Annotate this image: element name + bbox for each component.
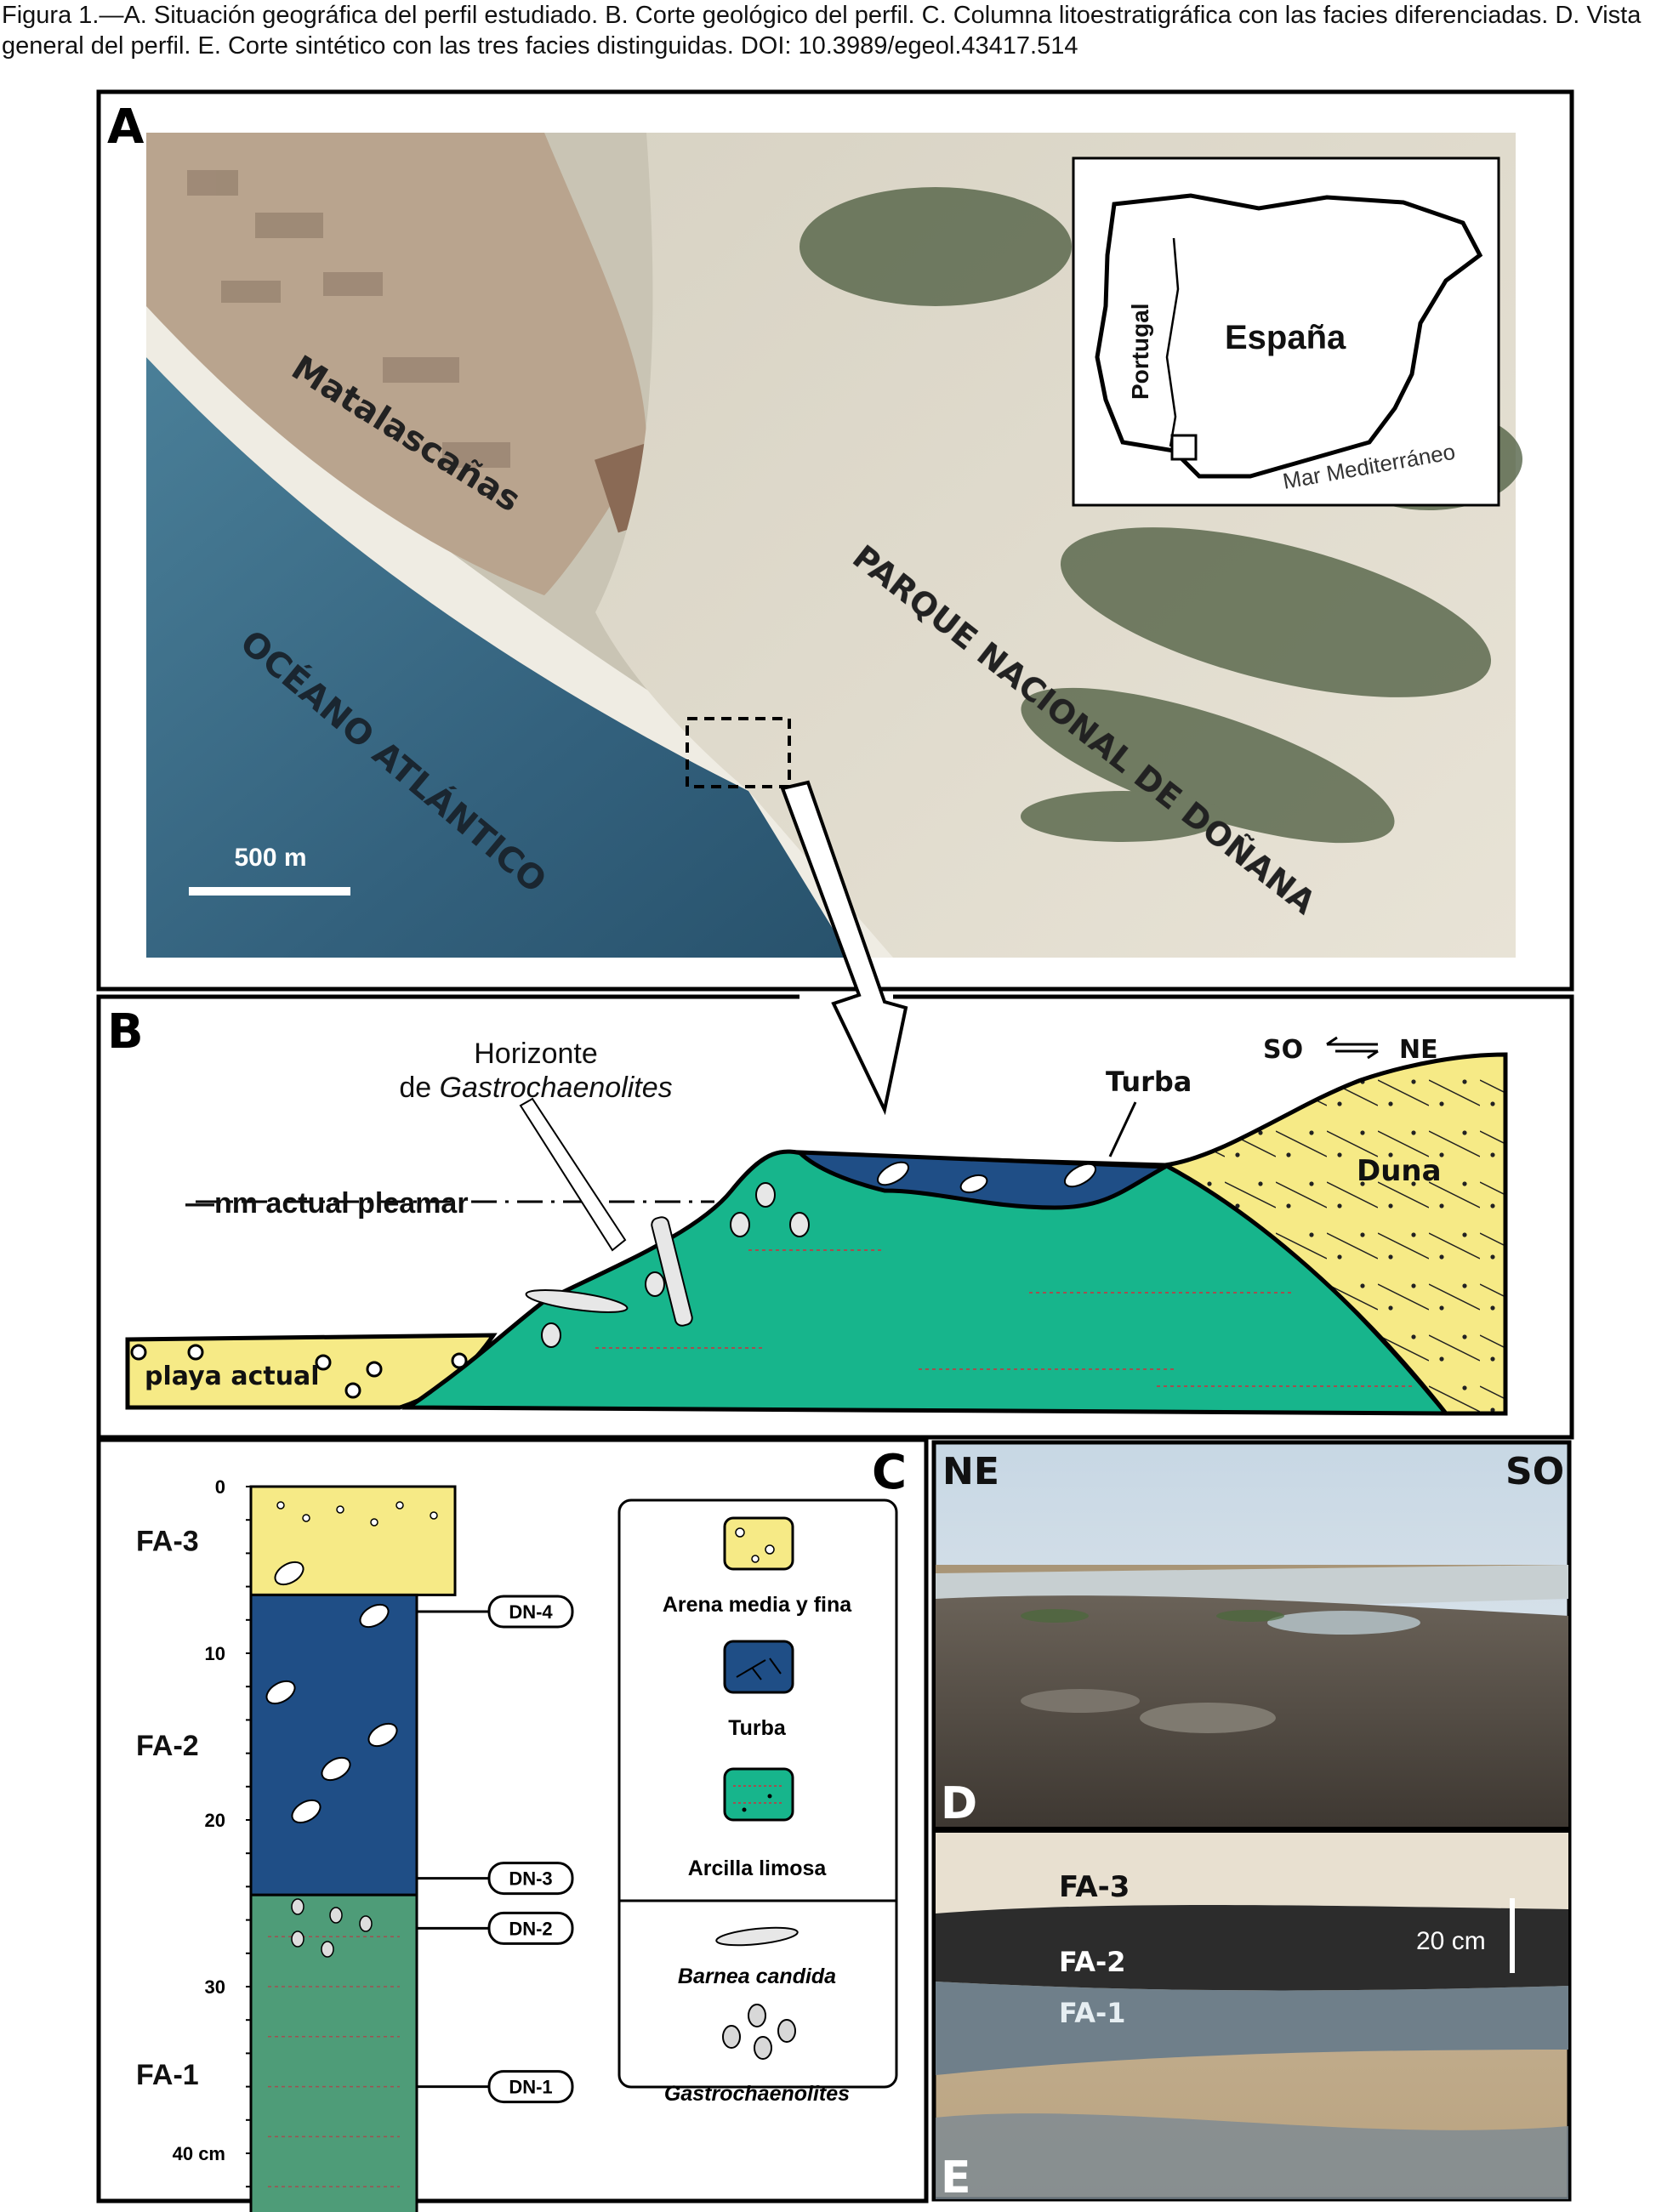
sand-grain — [430, 1511, 438, 1520]
panel-e-letter: E — [941, 2152, 971, 2203]
peat-leaf — [291, 1799, 322, 1824]
peat-leaf — [321, 1756, 351, 1782]
panel-d-ne: NE — [942, 1450, 999, 1493]
inset-map: España Portugal Mar Mediterráneo — [1072, 156, 1500, 507]
sample-label: DN-4 — [509, 1601, 553, 1623]
sand-grain — [276, 1501, 285, 1510]
barnea-candida-icon — [715, 1926, 799, 1947]
panel-a-letter: A — [107, 100, 145, 155]
horizon-label-italic: Gastrochaenolites — [440, 1072, 673, 1104]
sample-tag — [487, 2070, 574, 2104]
panel-e-fa3: FA-3 — [1059, 1870, 1130, 1904]
depth-label: 30 — [205, 1976, 225, 1998]
sample-label: DN-3 — [509, 1868, 552, 1890]
peat-leaf — [359, 1603, 390, 1629]
scale-bar-label: 500 m — [234, 844, 306, 872]
sand-grain — [302, 1514, 310, 1522]
panel-c-letter: C — [872, 1445, 907, 1500]
turba-label: Turba — [1106, 1066, 1192, 1098]
panel-e: FA-3 FA-2 FA-1 20 cm E — [931, 1828, 1572, 2203]
inset-location-box — [1170, 434, 1198, 461]
beach-label: playa actual — [145, 1362, 320, 1391]
peat-leaf — [265, 1680, 296, 1705]
panel-c-legend: Arena media y fina Turba Arcilla limosa … — [617, 1498, 898, 2106]
facies-label: FA-1 — [136, 2059, 199, 2091]
dune-deposit — [1158, 1052, 1508, 1416]
horizon-label-line1: Horizonte — [474, 1038, 598, 1070]
depth-label: 0 — [215, 1476, 225, 1498]
peat-leaf — [274, 1561, 304, 1586]
legend-label-arcilla: Arcilla limosa — [688, 1857, 828, 1880]
sand-grain — [370, 1518, 378, 1527]
column-pebble — [291, 1931, 304, 1948]
depth-label: 40 cm — [173, 2143, 225, 2164]
study-site-box — [686, 717, 791, 788]
orientation-arrow — [1326, 1036, 1379, 1060]
depth-label: 10 — [205, 1643, 225, 1664]
iberia-outline — [1095, 193, 1483, 479]
portugal-border — [1165, 237, 1180, 447]
sand-grain — [395, 1501, 404, 1510]
sample-label: DN-2 — [509, 1918, 552, 1939]
sand-grain — [336, 1505, 344, 1514]
label-portugal: Portugal — [1127, 303, 1153, 400]
sample-tag — [487, 1862, 574, 1896]
legend-label-gastro: Gastrochaenolites — [664, 2082, 850, 2106]
label-espana: España — [1225, 319, 1346, 356]
panel-d: NE SO D — [931, 1440, 1572, 1830]
legend-label-arena: Arena media y fina — [663, 1593, 852, 1617]
figure-caption: Figura 1.—A. Situación geográfica del pe… — [2, 2, 1642, 60]
facies-label: FA-2 — [136, 1730, 199, 1762]
sample-tag — [487, 1911, 574, 1945]
gastrochaenolites-icon — [722, 2004, 796, 2060]
facies-label: FA-3 — [136, 1526, 199, 1558]
orientation-so: SO — [1263, 1035, 1303, 1065]
peat-leaf — [367, 1722, 398, 1748]
horizon-label-prefix: de — [399, 1072, 439, 1104]
column-pebble — [321, 1941, 334, 1958]
legend-swatch-arena — [723, 1516, 794, 1571]
column-pebble — [291, 1898, 304, 1915]
lithostratigraphic-column: 0 10 20 30 40 cm FA-3FA-2FA-1 DN-4DN-3DN-2DN-1 — [136, 1476, 574, 2212]
column-pebble — [359, 1915, 373, 1932]
legend-label-turba: Turba — [728, 1716, 787, 1740]
sample-tag — [487, 1595, 574, 1629]
panel-e-scale-label: 20 cm — [1416, 1927, 1486, 1955]
panel-d-letter: D — [941, 1778, 977, 1829]
sea-level-label: —nm actual pleamar — [185, 1187, 469, 1220]
duna-label: Duna — [1357, 1154, 1442, 1188]
panel-e-fa2: FA-2 — [1059, 1946, 1126, 1978]
panel-e-fa1: FA-1 — [1059, 1997, 1126, 2029]
panel-c: C 0 10 20 30 40 cm FA-3FA-2FA-1 DN-4DN-3DN-2DN… — [96, 1437, 929, 2212]
depth-label: 20 — [205, 1810, 225, 1831]
legend-swatch-turba — [723, 1640, 794, 1694]
facies-fa-2 — [249, 1593, 418, 1896]
legend-label-barnea: Barnea candida — [678, 1965, 836, 1988]
orientation-ne: NE — [1399, 1035, 1438, 1065]
location-arrow — [780, 780, 908, 1116]
horizon-label-line2: de Gastrochaenolites — [399, 1072, 672, 1104]
panel-d-so: SO — [1505, 1450, 1564, 1493]
facies-fa-1 — [249, 1893, 418, 2212]
panel-b-letter: B — [107, 1004, 144, 1060]
panel-b: B — [96, 780, 1574, 1440]
panel-a: A — [96, 89, 1574, 992]
column-pebble — [329, 1907, 343, 1924]
sample-label: DN-1 — [509, 2077, 552, 2098]
legend-swatch-arcilla — [723, 1767, 794, 1822]
